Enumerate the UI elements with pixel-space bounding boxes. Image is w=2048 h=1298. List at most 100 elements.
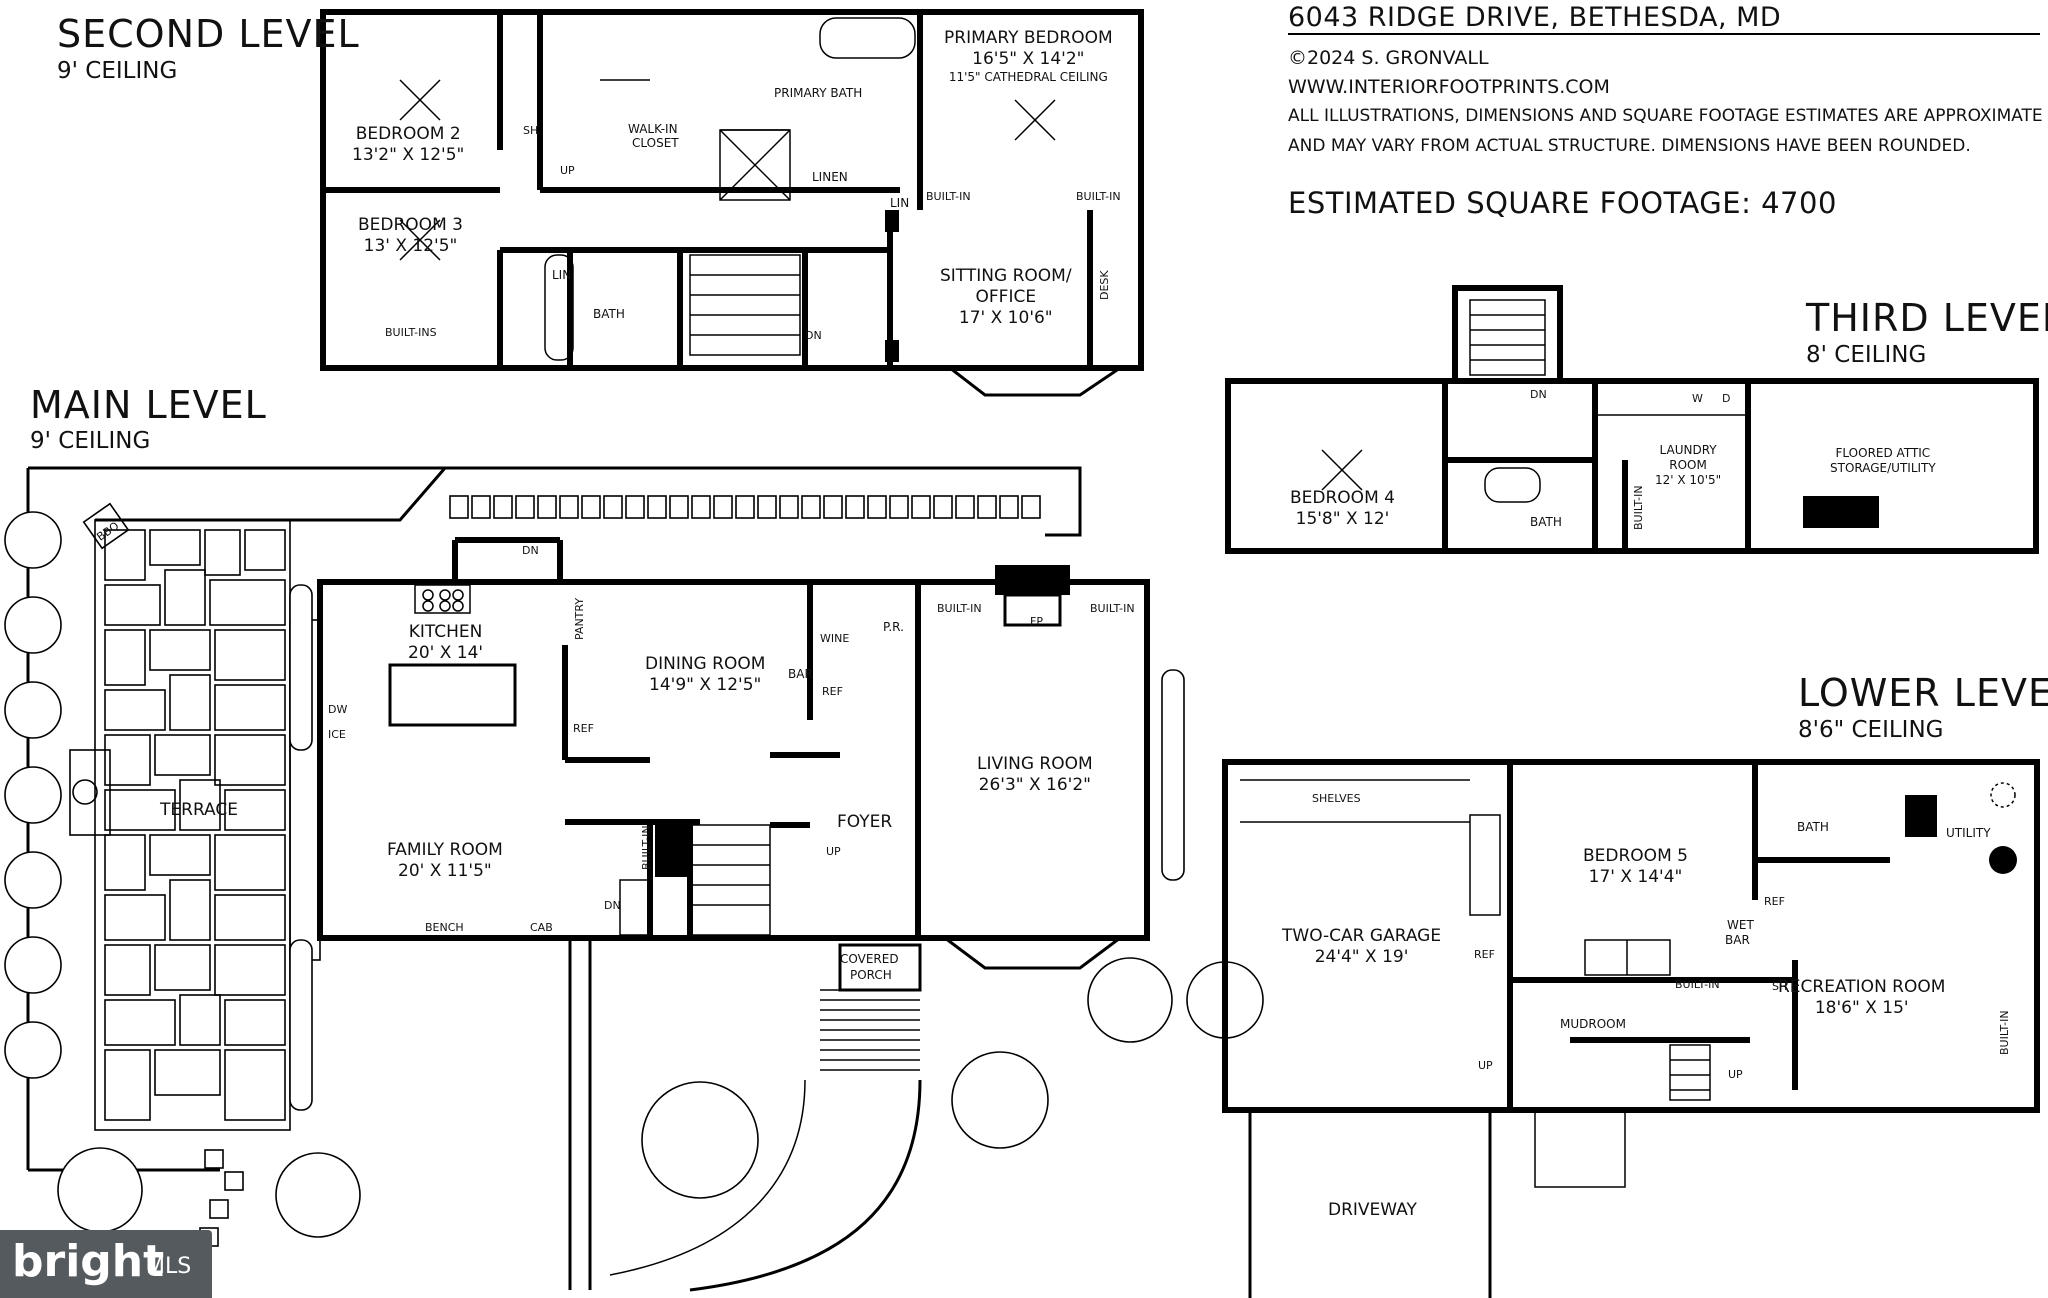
room-dimensions: 13' X 12'5" (363, 236, 458, 256)
second-level-title: SECOND LEVEL (57, 12, 360, 56)
room-dimensions: 15'8" X 12' (1295, 509, 1390, 529)
main-level-title: MAIN LEVEL (30, 383, 267, 427)
bedroom-3-label: BEDROOM 3 13' X 12'5" (358, 215, 463, 257)
room-name: LIVING ROOM (977, 754, 1093, 774)
fireplace-label: FP (1030, 615, 1043, 628)
room-name: BEDROOM 2 (355, 124, 461, 144)
ref-label: REF (822, 685, 843, 698)
bath-label: BATH (1797, 820, 1829, 834)
built-in-label: BUILT-IN (937, 602, 982, 615)
room-name: STORAGE/UTILITY (1830, 461, 1936, 475)
second-level-ceiling: 9' CEILING (57, 58, 178, 84)
shelf-label: SH (523, 124, 539, 137)
ref-label: REF (1474, 948, 1495, 961)
ice-maker-label: ICE (328, 728, 346, 741)
built-ins-label: BUILT-INS (385, 326, 437, 339)
room-name: FAMILY ROOM (387, 840, 503, 860)
third-level-plan (1225, 285, 2039, 554)
disclaimer-line-1: ALL ILLUSTRATIONS, DIMENSIONS AND SQUARE… (1288, 106, 2043, 126)
built-in-label: BUILT-IN (926, 190, 971, 203)
third-level-title: THIRD LEVEL (1806, 296, 2048, 340)
built-in-label: BUILT-IN (1090, 602, 1135, 615)
mudroom-label: MUDROOM (1560, 1017, 1626, 1031)
room-dimensions: 20' X 14' (408, 643, 484, 663)
room-dimensions: 12' X 10'5" (1655, 473, 1722, 487)
lower-level-ceiling: 8'6" CEILING (1798, 717, 1944, 743)
landscape-trees (4, 511, 1264, 1238)
room-name: LAUNDRY (1659, 443, 1717, 457)
primary-bedroom-label: PRIMARY BEDROOM 16'5" X 14'2" 11'5" CATH… (944, 28, 1113, 84)
built-in-label: BUILT-IN (1076, 190, 1121, 203)
dining-room-label: DINING ROOM 14'9" X 12'5" (645, 654, 765, 696)
room-name: SITTING ROOM/ (940, 266, 1072, 286)
room-name: ROOM (1669, 458, 1707, 472)
square-footage: ESTIMATED SQUARE FOOTAGE: 4700 (1288, 186, 1837, 220)
shelf-label: SH (1772, 980, 1788, 993)
ref-label: REF (1764, 895, 1785, 908)
property-address: 6043 RIDGE DRIVE, BETHESDA, MD (1288, 2, 1782, 33)
stair-down-label: DN (1530, 388, 1547, 401)
washer-label: W (1692, 392, 1703, 405)
primary-bath-label: PRIMARY BATH (774, 86, 863, 100)
main-level-ceiling: 9' CEILING (30, 428, 151, 454)
stair-up-label: UP (1478, 1059, 1493, 1072)
room-name: BEDROOM 4 (1290, 488, 1395, 508)
room-dimensions: 24'4" X 19' (1314, 947, 1409, 967)
room-name: FLOORED ATTIC (1835, 446, 1931, 460)
covered-porch-label-1: COVERED (840, 952, 899, 966)
closet-label: CLOSET (632, 136, 679, 150)
watermark-suffix: MLS (146, 1254, 192, 1279)
room-dimensions: 18'6" X 15' (1814, 998, 1909, 1018)
third-level-ceiling: 8' CEILING (1806, 342, 1927, 368)
room-dimensions: 13'2" X 12'5" (352, 145, 465, 165)
built-in-label: BUILT-IN (1675, 978, 1720, 991)
lower-level-title: LOWER LEVEL (1798, 671, 2048, 715)
bath-label: BATH (1530, 515, 1562, 529)
website-text: WWW.INTERIORFOOTPRINTS.COM (1288, 76, 1610, 98)
room-name: KITCHEN (408, 622, 483, 642)
foyer-label: FOYER (837, 812, 893, 832)
room-dimensions: 26'3" X 16'2" (978, 775, 1091, 795)
main-level-plan (4, 466, 1264, 1292)
room-dimensions: 20' X 11'5" (398, 861, 492, 881)
room-name: TWO-CAR GARAGE (1282, 926, 1442, 946)
stair-up-label: UP (560, 164, 575, 177)
built-in-label: BUILT-IN (1998, 1010, 2011, 1055)
room-name: PRIMARY BEDROOM (944, 28, 1113, 48)
room-name: OFFICE (975, 287, 1037, 307)
lower-level-plan (1222, 759, 2040, 1298)
ceiling-note: 11'5" CATHEDRAL CEILING (948, 70, 1108, 84)
second-level-plan (320, 9, 1144, 397)
linen-closet-label: LIN (552, 268, 572, 282)
bench-label: BENCH (425, 921, 464, 934)
attic-label: FLOORED ATTIC STORAGE/UTILITY (1830, 446, 1936, 476)
garage-label: TWO-CAR GARAGE 24'4" X 19' (1282, 926, 1441, 968)
stair-up-label: UP (826, 845, 841, 858)
bath-label: BATH (593, 307, 625, 321)
linen-label: LINEN (812, 170, 848, 184)
room-name: BEDROOM 5 (1583, 846, 1688, 866)
stair-down-label: DN (604, 899, 621, 912)
room-dimensions: 14'9" X 12'5" (649, 675, 762, 695)
laundry-room-label: LAUNDRY ROOM 12' X 10'5" (1655, 443, 1721, 488)
recreation-room-label: RECREATION ROOM 18'6" X 15' (1778, 977, 1945, 1019)
room-dimensions: 17' X 14'4" (1588, 867, 1683, 887)
driveway-label: DRIVEWAY (1328, 1200, 1417, 1220)
bedroom-2-label: BEDROOM 2 13'2" X 12'5" (352, 124, 464, 166)
disclaimer-line-2: AND MAY VARY FROM ACTUAL STRUCTURE. DIME… (1288, 136, 1971, 156)
wet-bar-label-2: BAR (1725, 933, 1750, 947)
watermark-brand: bright (12, 1236, 165, 1287)
covered-porch-label-2: PORCH (850, 968, 892, 982)
room-dimensions: 17' X 10'6" (958, 308, 1053, 328)
room-name: RECREATION ROOM (1778, 977, 1946, 997)
kitchen-label: KITCHEN 20' X 14' (408, 622, 483, 664)
utility-label: UTILITY (1946, 826, 1991, 840)
dishwasher-label: DW (328, 703, 348, 716)
desk-label: DESK (1098, 270, 1111, 300)
shelves-label: SHELVES (1312, 792, 1361, 805)
bedroom-4-label: BEDROOM 4 15'8" X 12' (1290, 488, 1395, 530)
wet-bar-label-1: WET (1727, 918, 1754, 932)
family-room-label: FAMILY ROOM 20' X 11'5" (387, 840, 503, 882)
dryer-label: D (1722, 392, 1731, 405)
